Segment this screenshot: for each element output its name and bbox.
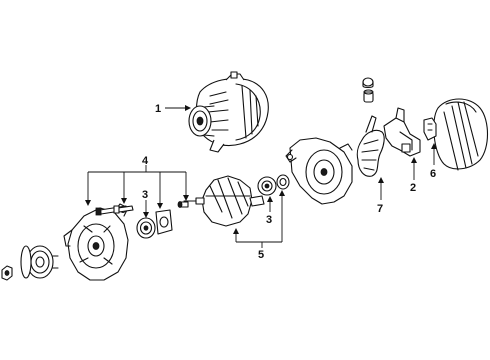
front-housing <box>63 203 129 281</box>
rectifier-plate <box>356 77 385 177</box>
leader-lines <box>85 105 437 248</box>
rotor <box>183 175 265 227</box>
bearing-cover-ring <box>276 174 290 190</box>
callout-5: 5 <box>258 249 264 261</box>
bracket-screw <box>177 201 189 208</box>
front-bearing <box>136 217 156 239</box>
callout-7: 7 <box>377 203 383 215</box>
voltage-regulator <box>383 107 421 157</box>
callout-3-right: 3 <box>266 214 272 226</box>
callout-6: 6 <box>430 168 436 180</box>
pulley-nut <box>1 265 13 281</box>
through-bolt-short <box>113 205 134 214</box>
callout-3-left: 3 <box>142 189 148 201</box>
callout-2: 2 <box>410 182 416 194</box>
bearing-retainer-plate <box>155 209 173 235</box>
rear-end-cover <box>423 98 489 171</box>
rear-housing <box>285 137 353 205</box>
alternator-assembly <box>188 71 269 153</box>
callout-1: 1 <box>155 103 161 115</box>
callout-4: 4 <box>142 155 149 167</box>
rear-bearing <box>257 176 277 196</box>
pulley <box>20 245 59 279</box>
